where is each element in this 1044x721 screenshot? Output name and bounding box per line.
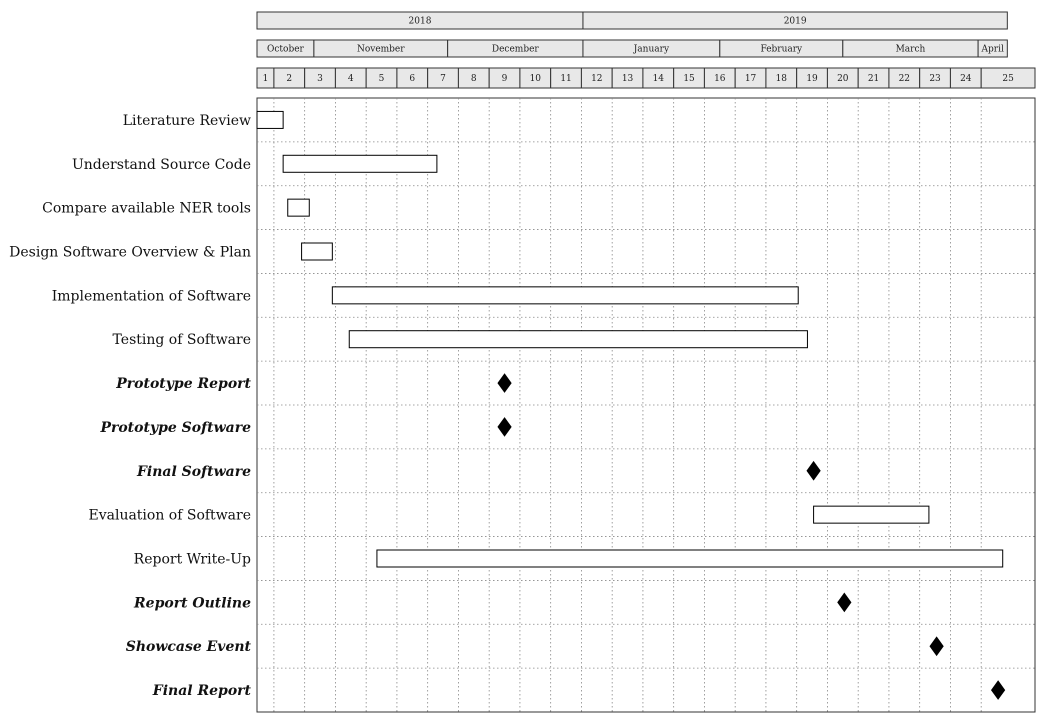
milestone-label: Showcase Event: [126, 639, 252, 655]
task-bar: [301, 242, 333, 261]
task-label: Compare available NER tools: [42, 201, 251, 217]
task-label: Report Write-Up: [134, 552, 251, 568]
month-label: December: [492, 45, 540, 55]
task-label: Understand Source Code: [72, 157, 251, 173]
month-label: October: [267, 45, 305, 55]
milestone-label: Final Software: [136, 464, 251, 480]
week-label: 1: [263, 74, 269, 84]
milestone-diamond: [929, 636, 944, 657]
task-bar: [813, 505, 930, 524]
week-label: 8: [471, 74, 477, 84]
task-bar: [376, 549, 1004, 568]
week-label: 5: [379, 74, 385, 84]
month-cell: [977, 39, 1008, 58]
week-label: 23: [929, 74, 941, 84]
week-label: 2: [286, 74, 292, 84]
milestone-diamond: [497, 417, 512, 437]
milestone-label: Prototype Report: [115, 376, 251, 392]
week-cell: [980, 67, 1036, 89]
week-label: 11: [560, 74, 571, 84]
milestone-diamond: [990, 680, 1006, 700]
week-label: 19: [806, 74, 818, 84]
milestone-diamond: [837, 592, 852, 613]
week-label: 24: [960, 74, 972, 84]
task-label: Design Software Overview & Plan: [9, 245, 251, 261]
task-label: Evaluation of Software: [88, 508, 251, 524]
week-label: 3: [317, 74, 323, 84]
milestone-diamond: [497, 373, 512, 393]
week-label: 13: [622, 74, 634, 84]
month-label: March: [896, 45, 926, 55]
month-label: January: [633, 45, 670, 55]
week-label: 9: [502, 74, 508, 84]
month-label: February: [760, 45, 803, 55]
week-label: 18: [776, 74, 788, 84]
week-label: 7: [440, 74, 446, 84]
month-label: April: [981, 45, 1004, 55]
week-label: 22: [899, 74, 910, 84]
task-bar: [331, 286, 799, 305]
milestone-label: Final Report: [152, 683, 252, 699]
week-label: 25: [1002, 74, 1014, 84]
task-bar: [348, 330, 808, 349]
task-bar: [282, 154, 438, 173]
week-label: 14: [653, 74, 665, 84]
task-label: Implementation of Software: [52, 288, 251, 304]
week-label: 16: [714, 74, 726, 84]
task-bar: [287, 198, 310, 217]
task-label: Testing of Software: [113, 332, 251, 348]
task-bar: [256, 110, 284, 129]
week-label: 15: [683, 74, 695, 84]
week-label: 21: [868, 74, 879, 84]
year-label: 2019: [784, 17, 807, 27]
milestone-label: Report Outline: [133, 595, 251, 611]
chart-grid: [256, 97, 1036, 713]
month-label: November: [357, 45, 405, 55]
week-label: 6: [409, 74, 415, 84]
week-label: 10: [530, 74, 542, 84]
year-label: 2018: [409, 17, 432, 27]
task-label: Literature Review: [123, 113, 251, 129]
week-label: 17: [745, 74, 757, 84]
milestone-diamond: [806, 460, 821, 481]
week-label: 4: [348, 74, 354, 84]
milestone-label: Prototype Software: [99, 420, 251, 436]
week-label: 20: [837, 74, 849, 84]
year-cell: [582, 11, 1008, 30]
week-label: 12: [591, 74, 602, 84]
